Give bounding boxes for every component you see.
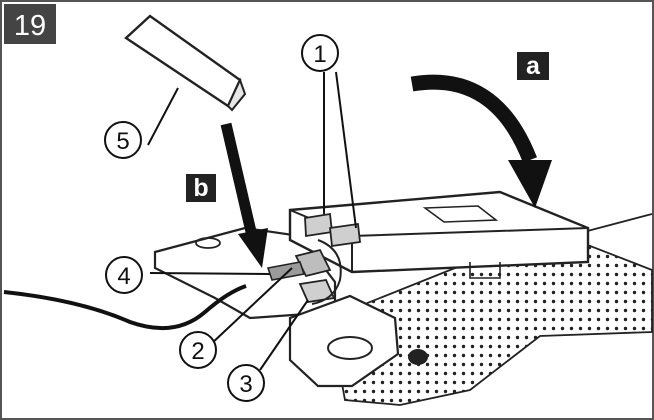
mounting-tab	[288, 294, 428, 388]
arrow-b	[220, 122, 268, 268]
leader-lines	[147, 71, 357, 371]
callout-3: 3	[227, 364, 265, 402]
svg-text:2: 2	[191, 338, 204, 365]
arrow-a	[410, 74, 552, 208]
callout-2: 2	[179, 331, 217, 369]
step-label-a: a	[517, 52, 549, 80]
svg-text:5: 5	[116, 128, 129, 155]
callout-4: 4	[105, 256, 143, 294]
cap-part	[124, 14, 247, 112]
svg-text:3: 3	[239, 371, 252, 398]
callout-5: 5	[104, 121, 142, 159]
cable	[3, 284, 247, 331]
svg-text:b: b	[193, 174, 208, 202]
terminal-clips	[266, 212, 361, 305]
svg-text:1: 1	[313, 41, 326, 68]
figure-number-badge: 19	[4, 4, 56, 44]
svg-text:a: a	[526, 52, 541, 80]
svg-text:4: 4	[117, 263, 130, 290]
callout-1: 1	[301, 34, 339, 72]
figure-number: 19	[14, 10, 46, 42]
step-label-b: b	[186, 174, 216, 202]
